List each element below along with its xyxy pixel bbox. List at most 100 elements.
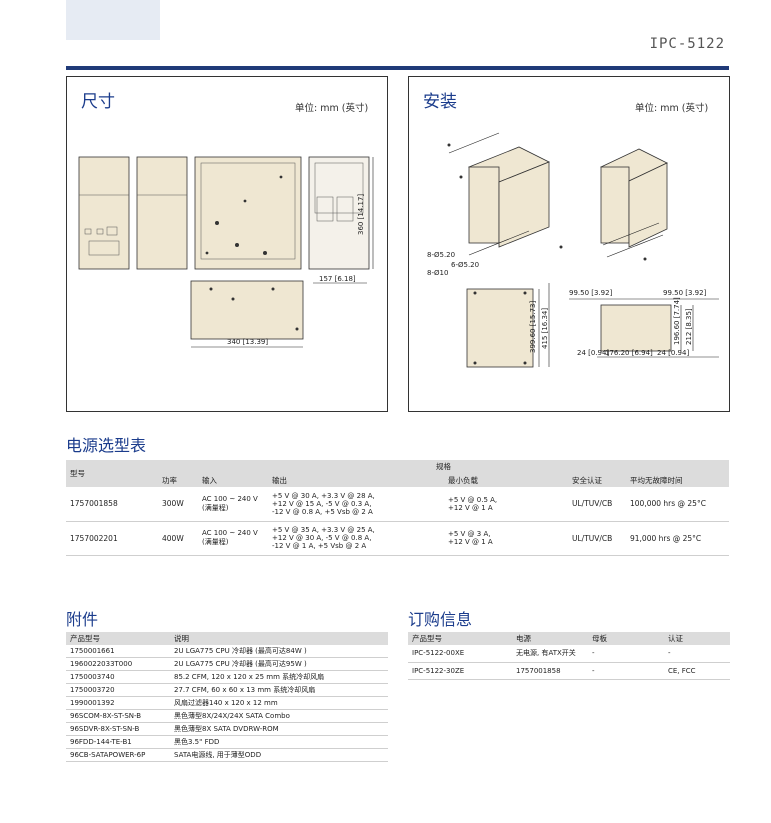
dimension-label-width: 340 [13.39] xyxy=(227,338,268,346)
ps-h-mtbf: 平均无故障时间 xyxy=(626,473,729,487)
ord-h-model: 产品型号 xyxy=(408,632,512,645)
cell: 96CB-SATAPOWER-6P xyxy=(66,748,170,762)
table-row: 1757001858 300W AC 100 ~ 240 V(满量程) +5 V… xyxy=(66,487,729,522)
install-label-11: 24 [0.94] xyxy=(657,349,689,357)
cell: AC 100 ~ 240 V(满量程) xyxy=(198,487,268,522)
cell: 无电源, 有ATX开关 xyxy=(512,645,588,663)
installation-unit: 单位: mm (英寸) xyxy=(635,103,709,114)
cell: +5 V @ 0.5 A,+12 V @ 1 A xyxy=(444,487,568,522)
table-row: IPC-5122-30ZE 1757001858 - CE, FCC xyxy=(408,662,730,680)
accessories-title: 附件 xyxy=(66,610,99,629)
install-label-4: 415 [16.34] xyxy=(541,308,549,349)
cell: 1757002201 xyxy=(66,521,158,556)
cell-line: +5 V @ 35 A, +3.3 V @ 25 A, xyxy=(272,526,375,534)
cell-line: -12 V @ 1 A, +5 Vsb @ 2 A xyxy=(272,542,367,550)
model-number: IPC-5122 xyxy=(649,36,725,52)
ord-h-cert: 认证 xyxy=(664,632,730,645)
install-label-6: 99.50 [3.92] xyxy=(663,289,707,297)
cell: 黑色薄型8X SATA DVDRW-ROM xyxy=(170,722,388,736)
install-label-5: 99.50 [3.92] xyxy=(569,289,613,297)
install-label-10: 176.20 [6.94] xyxy=(605,349,653,357)
cell: +5 V @ 30 A, +3.3 V @ 28 A,+12 V @ 15 A,… xyxy=(268,487,444,522)
cell: CE, FCC xyxy=(664,662,730,680)
header-tab xyxy=(66,0,160,40)
cell-line: +5 V @ 0.5 A, xyxy=(448,495,498,504)
cell-line: +12 V @ 1 A xyxy=(448,538,493,546)
cell: 黑色3.5" FDD xyxy=(170,735,388,749)
ordering-table: 产品型号 电源 母板 认证 IPC-5122-00XE 无电源, 有ATX开关 … xyxy=(408,632,730,680)
ps-h-spec: 规格 xyxy=(158,460,729,473)
cell: IPC-5122-30ZE xyxy=(408,662,512,680)
install-label-3: 399.60 [15.73] xyxy=(529,301,537,353)
ps-h-power: 功率 xyxy=(158,473,198,487)
cell: 1990001392 xyxy=(66,696,170,710)
cell-line: +5 V @ 30 A, +3.3 V @ 28 A, xyxy=(272,491,375,500)
header-rule xyxy=(66,66,729,70)
cell-line: (满量程) xyxy=(202,503,229,512)
power-table: 型号 规格 功率 输入 输出 最小负载 安全认证 平均无故障时间 1757001… xyxy=(66,460,729,556)
cell-line: AC 100 ~ 240 V xyxy=(202,529,258,537)
cell-line: +5 V @ 3 A, xyxy=(448,530,491,538)
dimensions-drawing: 360 [14.17] 157 [6.18] 340 [13.39] xyxy=(78,156,374,348)
installation-panel: 安装 单位: mm (英寸) 8-Ø5.20 6-Ø5.20 8-Ø10 399… xyxy=(408,76,730,412)
ord-h-psu: 电源 xyxy=(512,632,588,645)
cell: 1750003740 xyxy=(66,670,170,684)
acc-h-desc: 说明 xyxy=(170,632,388,645)
install-label-9: 24 [0.94] xyxy=(577,349,609,357)
cell: IPC-5122-00XE xyxy=(408,645,512,663)
cell: UL/TUV/CB xyxy=(568,487,626,522)
installation-title: 安装 xyxy=(423,92,457,112)
cell: - xyxy=(664,645,730,663)
ordering-title: 订购信息 xyxy=(408,610,473,629)
install-label-0: 8-Ø5.20 xyxy=(427,251,455,259)
cell: 27.7 CFM, 60 x 60 x 13 mm 系统冷却风扇 xyxy=(170,683,388,697)
ps-h-output: 输出 xyxy=(268,473,444,487)
ps-h-model: 型号 xyxy=(66,460,158,487)
cell: 2U LGA775 CPU 冷却器 (最高可达95W ) xyxy=(170,657,388,671)
dimensions-unit: 单位: mm (英寸) xyxy=(295,103,369,114)
ps-h-minload: 最小负载 xyxy=(444,473,568,487)
cell: 300W xyxy=(158,487,198,522)
table-row: IPC-5122-00XE 无电源, 有ATX开关 - - xyxy=(408,645,730,663)
cell: 96SCOM-8X-ST-SN-B xyxy=(66,709,170,723)
install-label-7: 196.60 [7.74] xyxy=(673,297,681,345)
cell: 1750003720 xyxy=(66,683,170,697)
install-label-8: 212 [8.35] xyxy=(685,308,693,345)
cell: SATA电源线, 用于薄型ODD xyxy=(170,748,388,762)
ord-h-board: 母板 xyxy=(588,632,664,645)
cell: 2U LGA775 CPU 冷却器 (最高可达84W ) xyxy=(170,645,388,658)
cell-line: +12 V @ 30 A, -5 V @ 0.8 A, xyxy=(272,534,372,542)
acc-h-model: 产品型号 xyxy=(66,632,170,645)
cell: AC 100 ~ 240 V(满量程) xyxy=(198,521,268,556)
cell: 85.2 CFM, 120 x 120 x 25 mm 系统冷却风扇 xyxy=(170,670,388,684)
cell-line: -12 V @ 0.8 A, +5 Vsb @ 2 A xyxy=(272,507,373,516)
dimension-label-depth: 157 [6.18] xyxy=(319,275,356,283)
install-label-2: 8-Ø10 xyxy=(427,269,448,277)
dimensions-title: 尺寸 xyxy=(81,92,115,112)
cell: 96FDD-144-TE-B1 xyxy=(66,735,170,749)
install-label-1: 6-Ø5.20 xyxy=(451,261,479,269)
cell: 1757001858 xyxy=(512,662,588,680)
cell: 1750001661 xyxy=(66,645,170,658)
cell: UL/TUV/CB xyxy=(568,521,626,556)
dimensions-panel: 尺寸 单位: mm (英寸) 360 [14.17] 157 [6.18] 34… xyxy=(66,76,388,412)
table-row: 1757002201 400W AC 100 ~ 240 V(满量程) +5 V… xyxy=(66,521,729,556)
cell-line: (满量程) xyxy=(202,538,229,546)
cell-line: AC 100 ~ 240 V xyxy=(202,494,258,503)
cell: 96SDVR-8X-ST-SN-B xyxy=(66,722,170,736)
cell-line: +12 V @ 1 A xyxy=(448,503,493,512)
ps-h-safety: 安全认证 xyxy=(568,473,626,487)
cell: 风扇过滤器140 x 120 x 12 mm xyxy=(170,696,388,710)
cell: 400W xyxy=(158,521,198,556)
installation-drawing: 8-Ø5.20 6-Ø5.20 8-Ø10 399.60 [15.73] 415… xyxy=(427,132,719,368)
